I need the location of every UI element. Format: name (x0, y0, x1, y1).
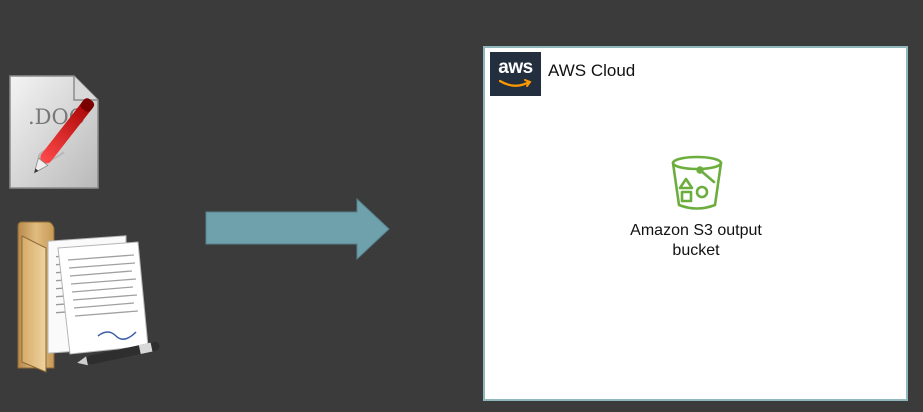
right-arrow-icon (205, 197, 391, 261)
cloud-title: AWS Cloud (548, 61, 636, 80)
aws-smile-icon (499, 79, 532, 87)
s3-bucket-label: Amazon S3 output bucket (591, 221, 801, 261)
doc-file-icon: .DOC (6, 72, 118, 192)
document-folder-icon (8, 218, 168, 376)
aws-cloud-group: aws AWS Cloud Amazon S3 output bucket (483, 46, 908, 401)
s3-label-line-1: Amazon S3 output (630, 222, 762, 239)
s3-bucket-icon (669, 154, 725, 212)
s3-label-line-2: bucket (672, 242, 720, 259)
aws-logo: aws (490, 52, 541, 96)
aws-logo-text: aws (498, 57, 533, 78)
